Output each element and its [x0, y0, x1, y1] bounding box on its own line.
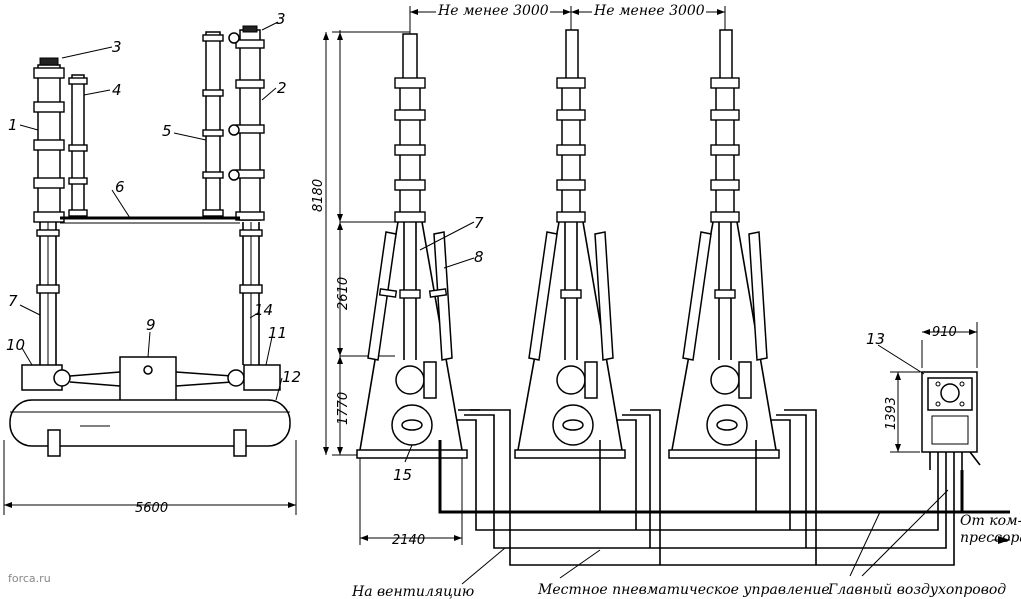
caption-local-control: Местное пневматическое управление: [537, 582, 830, 598]
dim-width-foot: 2140: [392, 533, 425, 548]
label-3b: 3: [276, 10, 286, 28]
dim-spacing-left: Не менее 3000: [437, 3, 549, 19]
label-3a: 3: [112, 38, 122, 56]
label-4: 4: [112, 81, 122, 99]
caption-main-duct: Главный воздухопровод: [827, 582, 1006, 598]
control-cabinet-13: 910 1393 13: [866, 322, 981, 470]
front-view: Не менее 3000 Не менее 3000 8180 2610 17…: [311, 2, 1021, 599]
label-2: 2: [277, 79, 287, 97]
left-pole-4: [68, 74, 88, 219]
label-14: 14: [254, 301, 273, 319]
label-9: 9: [146, 316, 156, 334]
watermark: forca.ru: [8, 572, 51, 585]
dim-spacing-right: Не менее 3000: [593, 3, 705, 19]
label-7b: 7: [474, 214, 484, 232]
mechanism-11: [243, 364, 281, 391]
control-box-9: [119, 356, 177, 403]
dim-height-total: 8180: [311, 179, 326, 212]
label-10: 10: [6, 336, 25, 354]
left-support-7: [36, 222, 60, 365]
pole-c: [668, 29, 780, 459]
right-pole-5: [202, 31, 224, 218]
caption-ventilation: На вентиляцию: [351, 584, 474, 599]
label-5: 5: [162, 122, 172, 140]
label-13: 13: [866, 330, 885, 348]
dim-cabinet-height: 1393: [884, 397, 899, 430]
pole-a: [356, 33, 468, 459]
side-view: 5600 1 2 3 3 4 5 6 7 9 10 11 12 14: [3, 10, 301, 516]
label-7a: 7: [8, 292, 18, 310]
label-8: 8: [474, 248, 484, 266]
caption-compressor-2: прессора: [960, 530, 1021, 546]
dim-width-base: 5600: [135, 501, 168, 516]
label-1: 1: [8, 116, 18, 134]
air-tank-12: [9, 399, 291, 457]
air-pipelines: [438, 409, 1010, 566]
dim-height-low: 1770: [336, 392, 351, 425]
dim-height-mid: 2610: [336, 277, 351, 310]
right-pole-2: [228, 25, 265, 221]
right-support-14: [239, 222, 263, 365]
caption-compressor-1: От ком-: [960, 513, 1021, 529]
label-15: 15: [393, 466, 412, 484]
dim-cabinet-width: 910: [932, 325, 957, 340]
label-12: 12: [282, 368, 301, 386]
pole-b: [514, 29, 626, 459]
label-6: 6: [115, 178, 125, 196]
label-11: 11: [268, 324, 287, 342]
left-pole-1: [33, 57, 65, 223]
